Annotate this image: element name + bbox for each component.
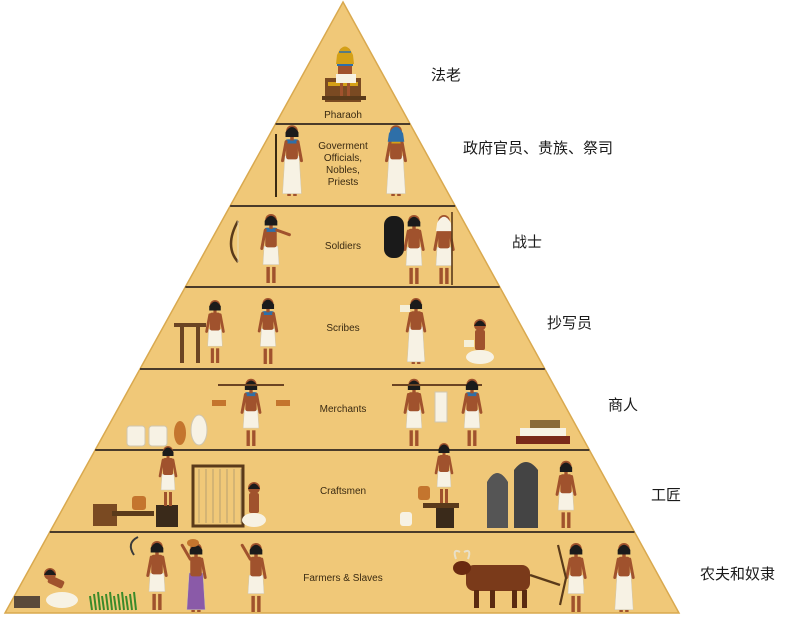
tier-english-label: Officials,: [324, 153, 362, 164]
bow-icon: [229, 220, 240, 263]
standing-woman-icon: [613, 543, 635, 612]
scribe-at-desk-icon: [205, 300, 225, 363]
jars-icon: [126, 414, 208, 447]
grinding-woman-icon: [14, 568, 78, 608]
official-with-staff-icon: [281, 125, 303, 196]
thrower-icon: [240, 543, 267, 612]
scribe-with-scroll-icon: [405, 298, 427, 364]
writing-desk-icon: [174, 323, 206, 363]
farmer-with-plough-icon: [565, 543, 587, 612]
sculptor-icon: [555, 460, 577, 528]
tier-chinese-label: 法老: [431, 66, 462, 84]
potter-icon: [400, 486, 459, 528]
sickle-icon: [129, 536, 139, 556]
shield-soldier-icon: [403, 215, 425, 284]
shield-icon: [384, 216, 404, 258]
scroll-icon: [400, 305, 410, 312]
harvester-icon: [146, 541, 168, 610]
pharaoh-on-throne-icon: [322, 46, 366, 102]
hanging-jar-icon: [434, 391, 448, 423]
scale-pan-icon: [212, 400, 226, 406]
seated-scribe-icon: [464, 319, 494, 364]
tier-chinese-label: 抄写员: [547, 314, 593, 332]
archer-icon: [260, 214, 291, 283]
tier-english-label: Craftsmen: [320, 486, 366, 497]
pottery-table-icon: [93, 496, 178, 527]
tier-english-label: Scribes: [326, 323, 359, 334]
scribe-standing-icon: [257, 298, 279, 364]
weaver-icon: [242, 482, 266, 527]
tier-chinese-label: 政府官员、贵族、祭司: [463, 139, 614, 157]
tier-english-label: Pharaoh: [324, 110, 362, 121]
tier-chinese-label: 工匠: [651, 486, 682, 504]
noble-icon: [385, 125, 407, 196]
stone-statues-icon: [487, 462, 538, 528]
plough-handle-icon: [556, 544, 568, 606]
scale-pan-icon: [276, 400, 290, 406]
tier-chinese-label: 战士: [512, 233, 543, 251]
tier-english-label: Merchants: [320, 404, 367, 415]
cloth-bolts-icon: [516, 420, 570, 444]
ox-plough-icon: [453, 549, 561, 608]
grain-sprouts-icon: [89, 591, 137, 611]
water-jar-icon: [187, 539, 199, 547]
potter-at-wheel-icon: [158, 446, 178, 506]
tier-chinese-label: 商人: [608, 396, 639, 414]
merchant-carrying-goods-icon: [403, 378, 425, 446]
loom-icon: [191, 464, 245, 528]
tier-english-label: Farmers & Slaves: [303, 573, 382, 584]
tier-chinese-label: 农夫和奴隶: [700, 565, 776, 583]
tier-english-label: Goverment: [318, 141, 368, 152]
porter-icon: [461, 378, 483, 446]
potter-seated-icon: [434, 443, 454, 503]
tier-english-label: Soldiers: [325, 241, 361, 252]
merchant-with-scales-icon: [240, 378, 262, 446]
tier-english-label: Nobles,: [326, 165, 360, 176]
tier-english-label: Priests: [328, 177, 359, 188]
